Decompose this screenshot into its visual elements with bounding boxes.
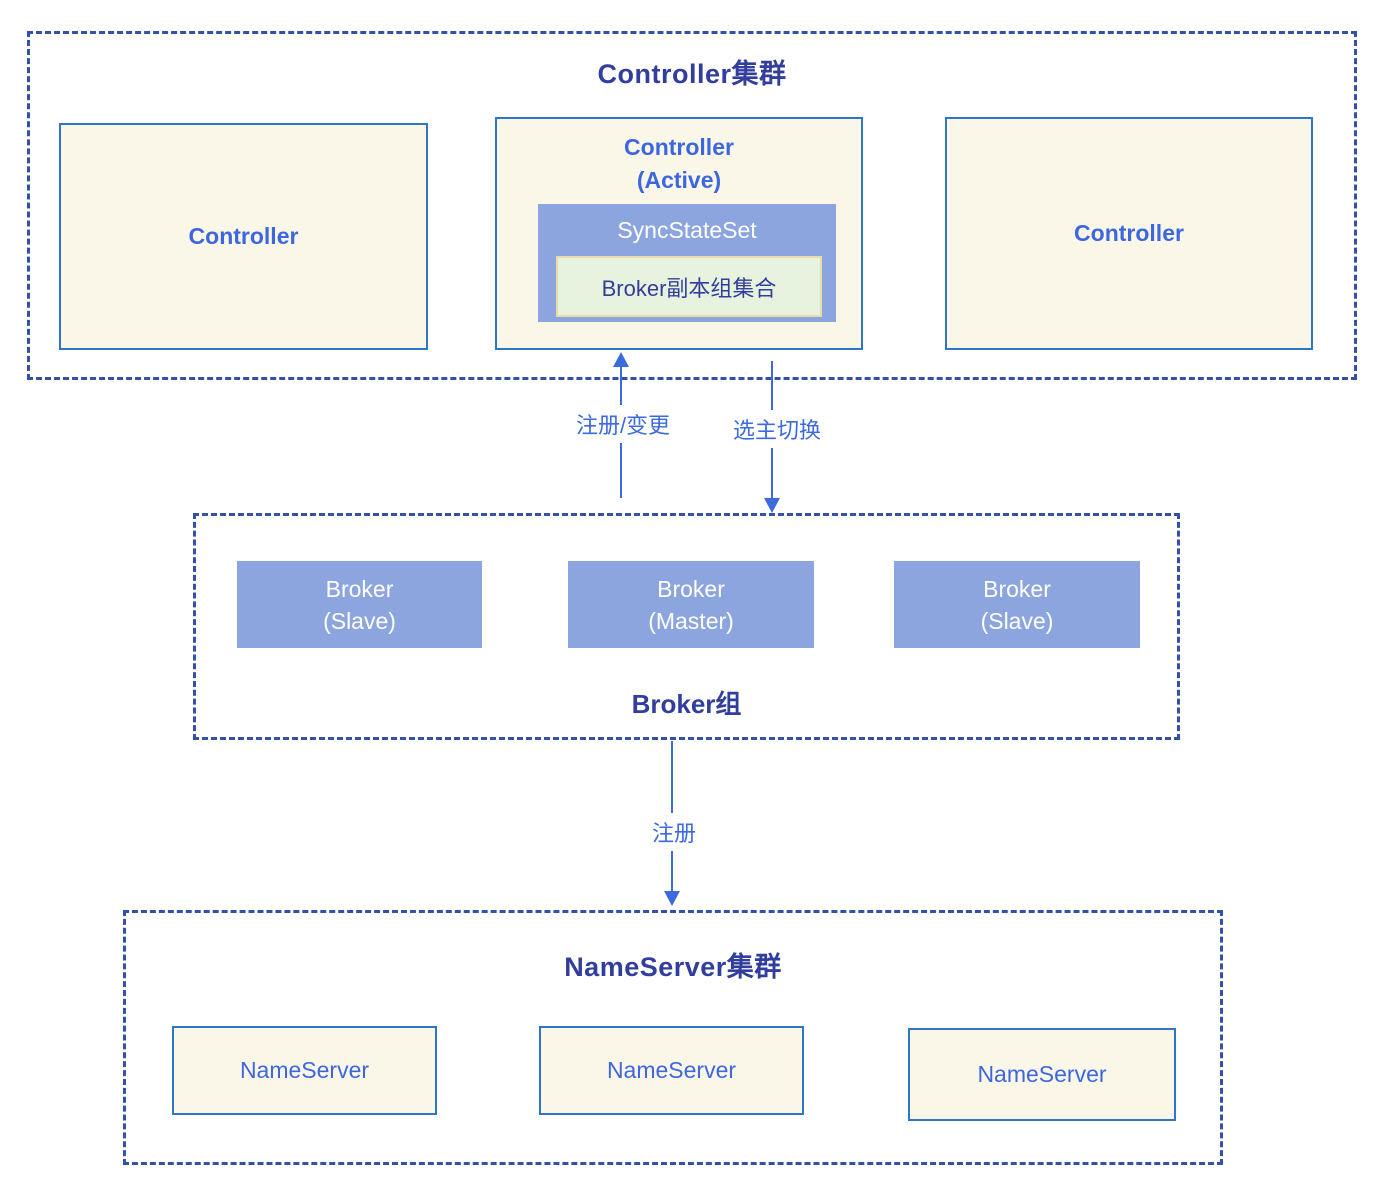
controller-node-active: Controller (Active) SyncStateSet Broker副… (495, 117, 863, 350)
arrow-leader-switch-head-icon (764, 498, 780, 513)
controller-node-right-label: Controller (1074, 220, 1184, 246)
broker-node-slave-left: Broker (Slave) (237, 561, 482, 648)
nameserver-node-right: NameServer (908, 1028, 1176, 1121)
controller-node-left-label: Controller (188, 223, 299, 249)
arrow-register-head-icon (664, 891, 680, 906)
broker-node-label-line2: (Master) (648, 607, 734, 634)
controller-cluster-title: Controller集群 (597, 59, 787, 89)
arrow-register-change-label: 注册/变更 (569, 405, 677, 443)
broker-group-title: Broker组 (631, 689, 742, 719)
broker-group-box: Broker (Slave) Broker (Master) Broker (S… (193, 513, 1180, 740)
sync-state-set-box: SyncStateSet Broker副本组集合 (538, 204, 836, 322)
broker-replica-group-box: Broker副本组集合 (556, 256, 822, 317)
controller-cluster-box: Controller集群 Controller Controller (Acti… (27, 31, 1357, 380)
nameserver-node-middle: NameServer (539, 1026, 804, 1115)
controller-active-title-line1: Controller (624, 134, 734, 160)
nameserver-node-label: NameServer (606, 1057, 737, 1083)
controller-node-left: Controller (59, 123, 428, 350)
broker-node-label-line1: Broker (325, 575, 394, 602)
arrow-register-label: 注册 (645, 813, 703, 851)
nameserver-cluster-title: NameServer集群 (564, 952, 782, 982)
nameserver-node-label: NameServer (977, 1061, 1107, 1087)
nameserver-node-left: NameServer (172, 1026, 437, 1115)
broker-node-label-line1: Broker (983, 575, 1051, 602)
controller-active-title-line2: (Active) (636, 167, 722, 193)
controller-node-right: Controller (945, 117, 1313, 350)
sync-state-set-label: SyncStateSet (617, 216, 757, 243)
broker-node-slave-right: Broker (Slave) (894, 561, 1140, 648)
broker-node-label-line1: Broker (657, 575, 725, 602)
nameserver-cluster-box: NameServer集群 NameServer NameServer NameS… (123, 910, 1223, 1165)
nameserver-node-label: NameServer (239, 1057, 370, 1083)
broker-node-label-line2: (Slave) (323, 607, 396, 634)
broker-node-master: Broker (Master) (568, 561, 814, 648)
arrow-leader-switch-label: 选主切换 (726, 410, 828, 448)
controller-active-title: Controller (Active) (497, 131, 861, 197)
arrow-register-change-head-icon (613, 352, 629, 367)
broker-replica-group-label: Broker副本组集合 (601, 275, 777, 301)
broker-node-label-line2: (Slave) (980, 607, 1054, 634)
